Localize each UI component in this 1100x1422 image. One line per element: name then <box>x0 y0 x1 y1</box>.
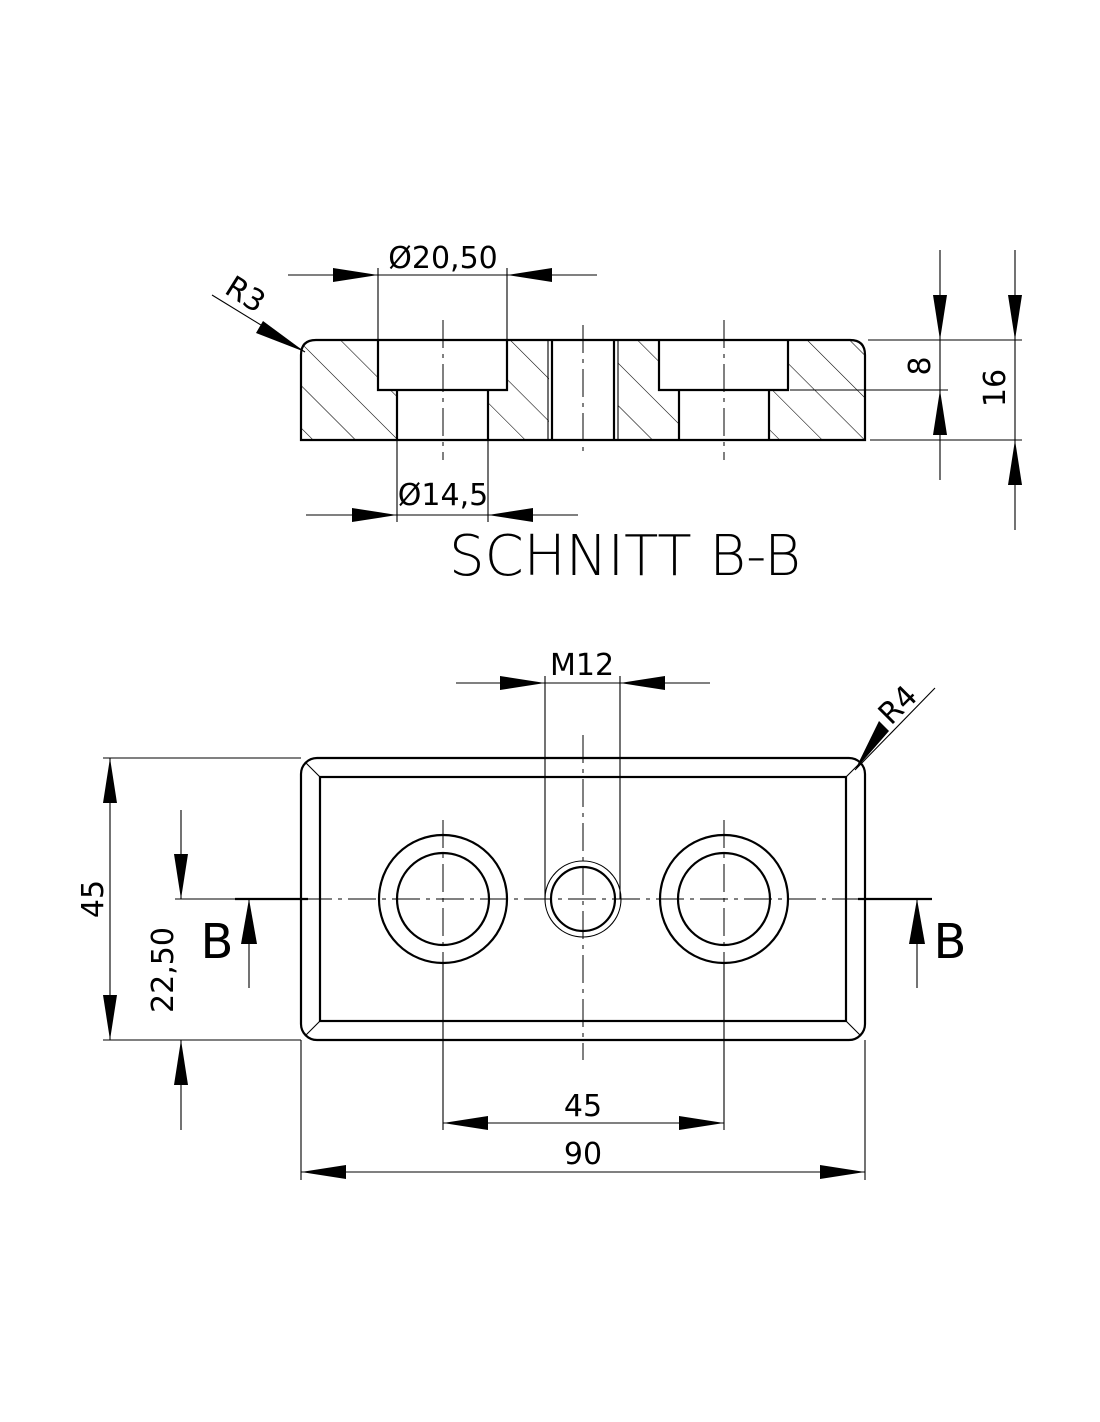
dim-hole-spacing-label: 45 <box>564 1089 602 1124</box>
dim-half-height: 22,50 <box>146 810 310 1130</box>
dim-thread: M12 <box>456 648 710 899</box>
dim-height-label: 45 <box>76 880 111 918</box>
dim-counterbore-depth: 8 <box>790 250 1022 480</box>
dim-thread-label: M12 <box>550 648 614 683</box>
dim-radius-r3-label: R3 <box>219 270 271 321</box>
dim-height: 45 <box>76 757 301 1041</box>
plan-view: M12 R4 45 22,50 B <box>76 648 966 1180</box>
section-marker-left-label: B <box>201 914 234 970</box>
dim-radius-r4: R4 <box>854 679 936 771</box>
section-title: SCHNITT B-B <box>449 524 801 589</box>
section-marker-right: B <box>858 897 967 988</box>
section-outline <box>299 320 867 460</box>
dim-width: 90 <box>300 1040 866 1180</box>
dim-width-label: 90 <box>564 1137 602 1172</box>
dim-hole-spacing: 45 <box>442 963 725 1130</box>
dim-counterbore-diameter: Ø20,50 <box>288 241 597 340</box>
dim-counterbore-depth-label: 8 <box>903 356 938 375</box>
dim-total-height-label: 16 <box>978 369 1013 407</box>
dim-half-height-label: 22,50 <box>146 927 181 1013</box>
section-view: Ø20,50 Ø14,5 R3 8 16 SCHNITT B <box>211 241 1022 589</box>
dim-total-height: 16 <box>870 250 1022 530</box>
dim-radius-r3: R3 <box>211 270 306 353</box>
section-marker-right-label: B <box>934 914 967 970</box>
dim-through-diameter: Ø14,5 <box>306 440 578 522</box>
dim-through-diameter-label: Ø14,5 <box>398 478 488 513</box>
section-marker-left: B <box>201 897 308 988</box>
dim-counterbore-diameter-label: Ø20,50 <box>388 241 498 276</box>
